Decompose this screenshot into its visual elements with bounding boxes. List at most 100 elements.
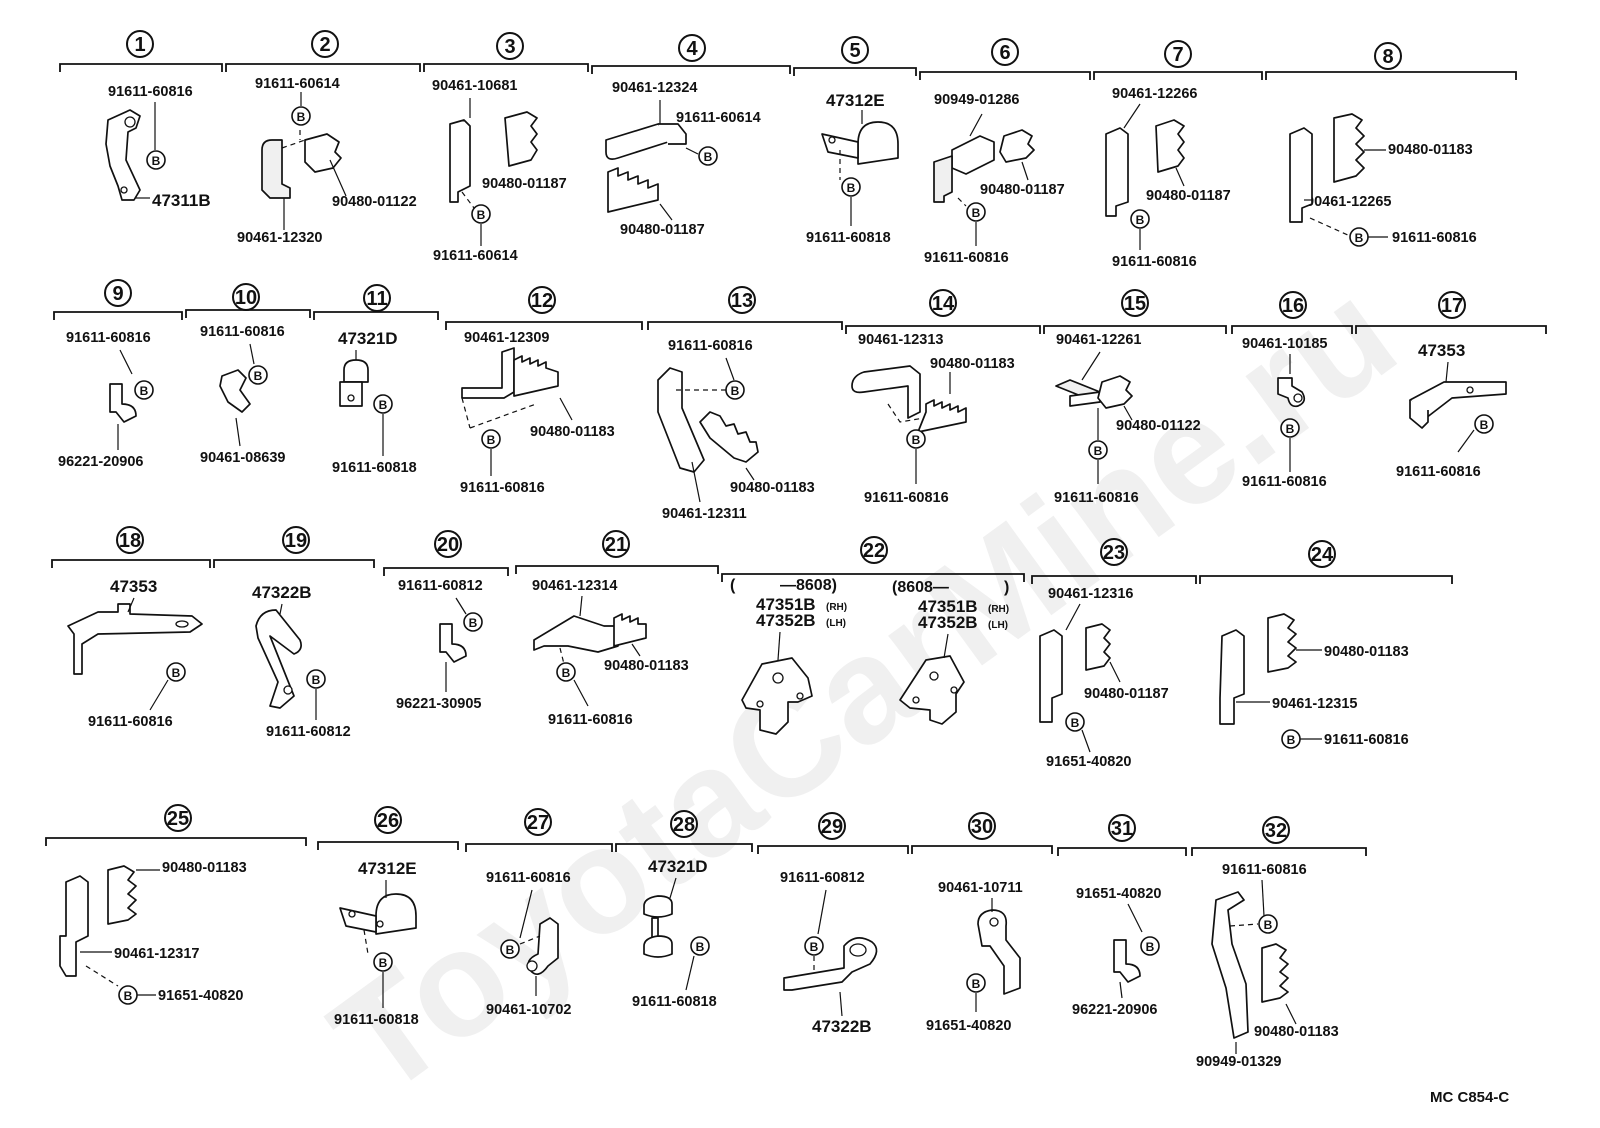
svg-text:91611-60812: 91611-60812	[780, 870, 865, 886]
svg-text:91611-60816: 91611-60816	[1396, 464, 1481, 480]
svg-text:47322B: 47322B	[812, 1017, 872, 1036]
svg-text:90480-01122: 90480-01122	[1116, 418, 1201, 434]
svg-text:(8608—: (8608—	[892, 579, 949, 596]
svg-text:B: B	[487, 433, 496, 447]
clamp-part	[59, 875, 89, 977]
clamp-part	[461, 347, 515, 399]
svg-text:90480-01183: 90480-01183	[1254, 1024, 1339, 1040]
svg-text:—8608): —8608)	[780, 577, 837, 594]
bolt-symbol: B	[556, 662, 576, 682]
svg-text:91611-60812: 91611-60812	[266, 724, 351, 740]
svg-text:B: B	[140, 384, 149, 398]
group-26: 26 47312E 91611-60818 B	[317, 806, 459, 1028]
bolt-symbol: B	[1280, 418, 1300, 438]
clamp-part	[951, 135, 995, 175]
svg-text:16: 16	[1282, 295, 1304, 317]
svg-text:90461-10681: 90461-10681	[432, 78, 517, 94]
svg-text:91651-40820: 91651-40820	[926, 1018, 1011, 1034]
svg-text:B: B	[172, 666, 181, 680]
bracket-rh	[741, 657, 813, 735]
bolt-symbol: B	[1088, 440, 1108, 460]
group-16: 16 90461-10185 91611-60816 B	[1231, 291, 1353, 490]
svg-text:19: 19	[285, 530, 307, 552]
svg-text:91611-60816: 91611-60816	[864, 490, 949, 506]
svg-text:91611-60816: 91611-60816	[924, 250, 1009, 266]
svg-text:32: 32	[1265, 820, 1287, 842]
svg-text:(LH): (LH)	[988, 620, 1008, 631]
svg-text:91611-60816: 91611-60816	[1222, 862, 1307, 878]
svg-text:47352B: 47352B	[918, 613, 978, 632]
svg-text:90949-01286: 90949-01286	[934, 92, 1019, 108]
group-31: 31 91651-40820 96221-20906 B	[1057, 814, 1187, 1018]
svg-text:90461-12315: 90461-12315	[1272, 696, 1357, 712]
svg-text:90461-08639: 90461-08639	[200, 450, 285, 466]
bolt-symbol: B	[118, 985, 138, 1005]
cushion-part	[1155, 119, 1185, 173]
group-20: 20 91611-60812 96221-30905 B	[383, 530, 509, 712]
svg-text:B: B	[972, 206, 981, 220]
svg-text:90480-01183: 90480-01183	[1388, 142, 1473, 158]
svg-text:91651-40820: 91651-40820	[158, 988, 243, 1004]
svg-text:47352B: 47352B	[756, 611, 816, 630]
svg-text:B: B	[912, 433, 921, 447]
group-32: 32 91611-60816 90480-01183 90949-01329 B	[1191, 816, 1367, 1070]
svg-text:24: 24	[1311, 544, 1334, 566]
group-2: 2 91611-60614 90480-01122 90461-12320 B	[225, 30, 421, 246]
svg-text:25: 25	[167, 808, 189, 830]
svg-text:91611-60818: 91611-60818	[332, 460, 417, 476]
svg-text:91611-60818: 91611-60818	[334, 1012, 419, 1028]
svg-text:B: B	[469, 616, 478, 630]
group-12: 12 90461-12309 90480-01183 91611-60816 B	[445, 286, 643, 496]
svg-text:96221-30905: 96221-30905	[396, 696, 481, 712]
bolt-symbol: B	[966, 202, 986, 222]
svg-text:90461-12317: 90461-12317	[114, 946, 199, 962]
svg-text:90461-10711: 90461-10711	[938, 880, 1023, 896]
group-28: 28 47321D 91611-60818 B	[615, 810, 753, 1010]
bolt-symbol: B	[481, 429, 501, 449]
svg-text:B: B	[1286, 422, 1295, 436]
cushion-part	[504, 111, 538, 167]
svg-text:B: B	[152, 154, 161, 168]
clamp-part	[1289, 127, 1313, 223]
bolt-symbol: B	[690, 936, 710, 956]
part-label: 91611-60816	[108, 84, 193, 100]
svg-text:6: 6	[999, 42, 1010, 64]
svg-text:90461-12311: 90461-12311	[662, 506, 747, 522]
group-17: 17 47353 91611-60816 B	[1355, 291, 1547, 480]
group-5: 5 47312E 91611-60818 B	[793, 36, 917, 246]
group-11: 11 47321D 91611-60818 B	[313, 284, 439, 476]
bolt-symbol: B	[373, 394, 393, 414]
svg-text:20: 20	[437, 534, 459, 556]
cushion-part	[1267, 613, 1297, 673]
clamp-part	[1113, 939, 1141, 983]
bolt-symbol: B	[1281, 729, 1301, 749]
svg-text:17: 17	[1441, 295, 1463, 317]
svg-text:90461-12314: 90461-12314	[532, 578, 617, 594]
svg-text:12: 12	[531, 290, 553, 312]
svg-text:91611-60816: 91611-60816	[1392, 230, 1477, 246]
svg-text:26: 26	[377, 810, 399, 832]
svg-text:B: B	[847, 181, 856, 195]
group-3: 3 90461-10681 90480-01187 91611-60614 B	[423, 32, 589, 264]
clamp-part	[533, 615, 619, 653]
svg-text:91611-60816: 91611-60816	[200, 324, 285, 340]
svg-text:90461-10702: 90461-10702	[486, 1002, 571, 1018]
group-number: 1	[134, 34, 145, 56]
bolt-symbol: B	[291, 106, 311, 126]
svg-text:90480-01187: 90480-01187	[980, 182, 1065, 198]
svg-text:90480-01187: 90480-01187	[1084, 686, 1169, 702]
svg-text:29: 29	[821, 816, 843, 838]
svg-text:(RH): (RH)	[988, 604, 1009, 615]
svg-text:B: B	[696, 940, 705, 954]
cushion-part	[999, 129, 1035, 163]
clamp-part	[605, 123, 669, 160]
svg-text:(RH): (RH)	[826, 602, 847, 613]
bolt-symbol: B	[1065, 712, 1085, 732]
clamp-part	[219, 369, 251, 413]
svg-text:91611-60614: 91611-60614	[255, 76, 340, 92]
svg-text:B: B	[506, 943, 515, 957]
svg-text:90480-01187: 90480-01187	[1146, 188, 1231, 204]
clamp-part	[1211, 891, 1249, 1039]
svg-text:B: B	[1287, 733, 1296, 747]
